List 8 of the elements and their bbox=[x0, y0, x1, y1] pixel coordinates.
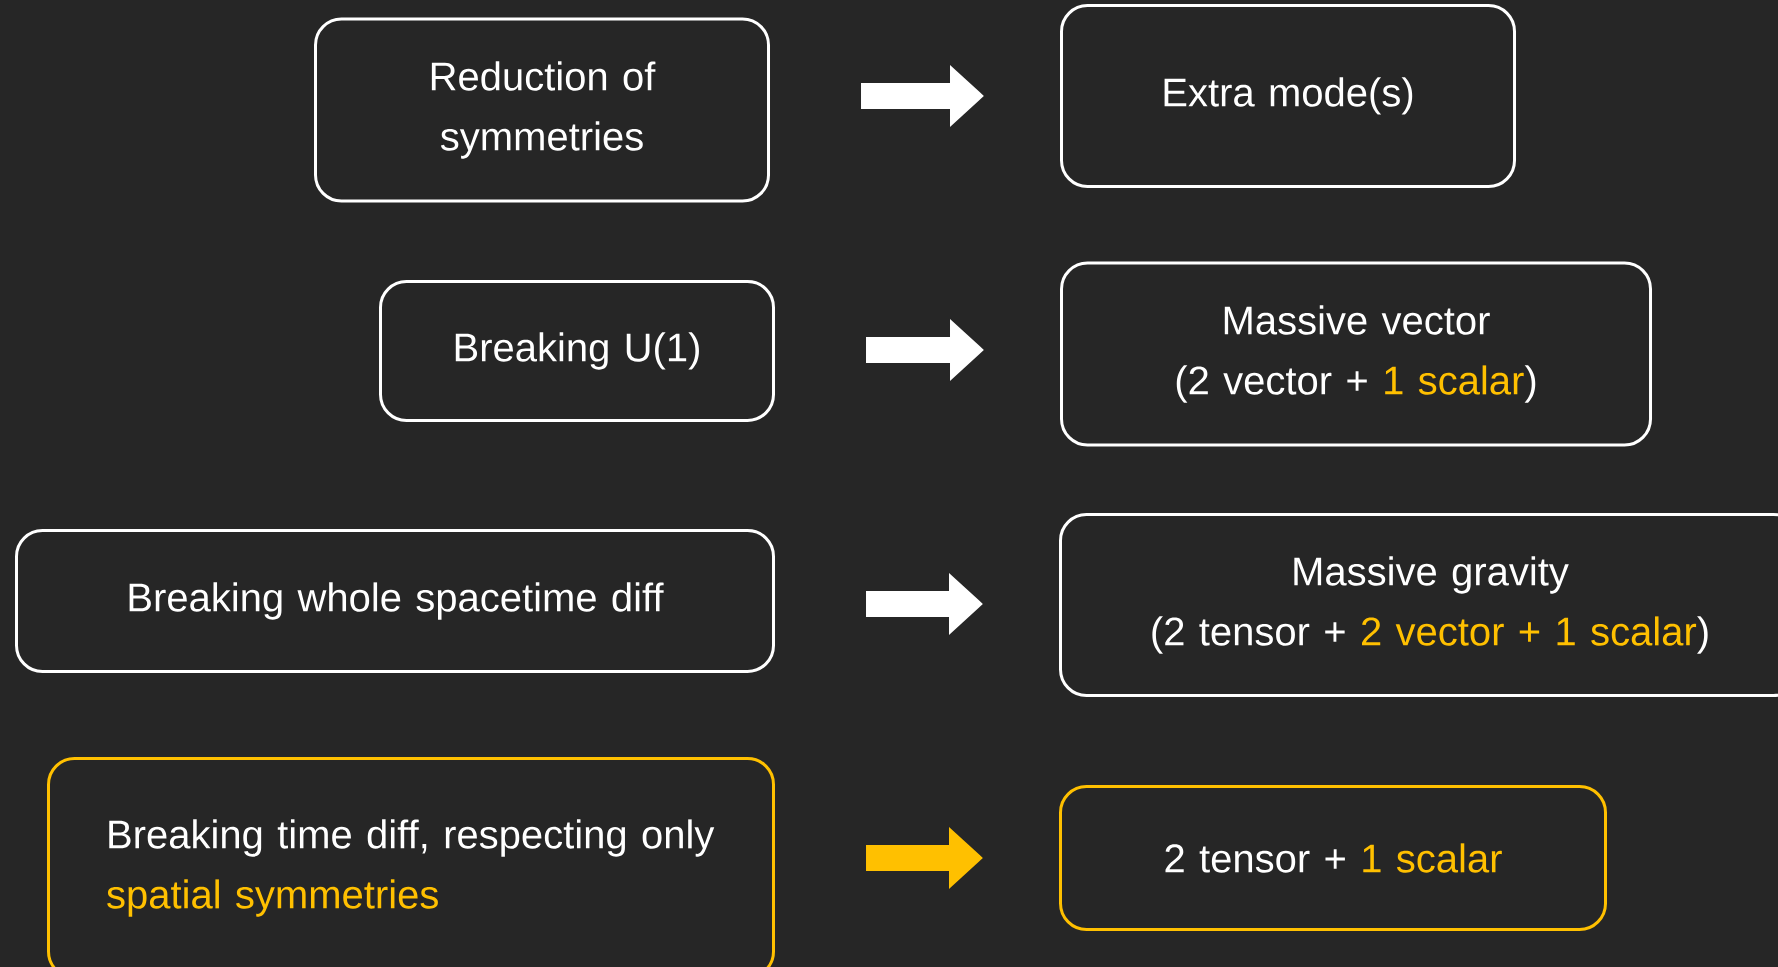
process-box: 2 tensor + 1 scalar bbox=[1059, 785, 1607, 931]
process-box: Reduction of symmetries bbox=[314, 17, 770, 203]
process-box: Breaking whole spacetime diff bbox=[15, 529, 775, 673]
process-box: Breaking U(1) bbox=[379, 280, 775, 422]
process-box: Massive gravity (2 tensor + 2 vector + 1 scalar) bbox=[1059, 513, 1778, 697]
process-box: Massive vector (2 vector + 1 scalar) bbox=[1060, 261, 1652, 447]
process-box: Extra mode(s) bbox=[1060, 4, 1516, 188]
process-box: Breaking time diff, respecting only spatial symmetries bbox=[47, 757, 775, 967]
